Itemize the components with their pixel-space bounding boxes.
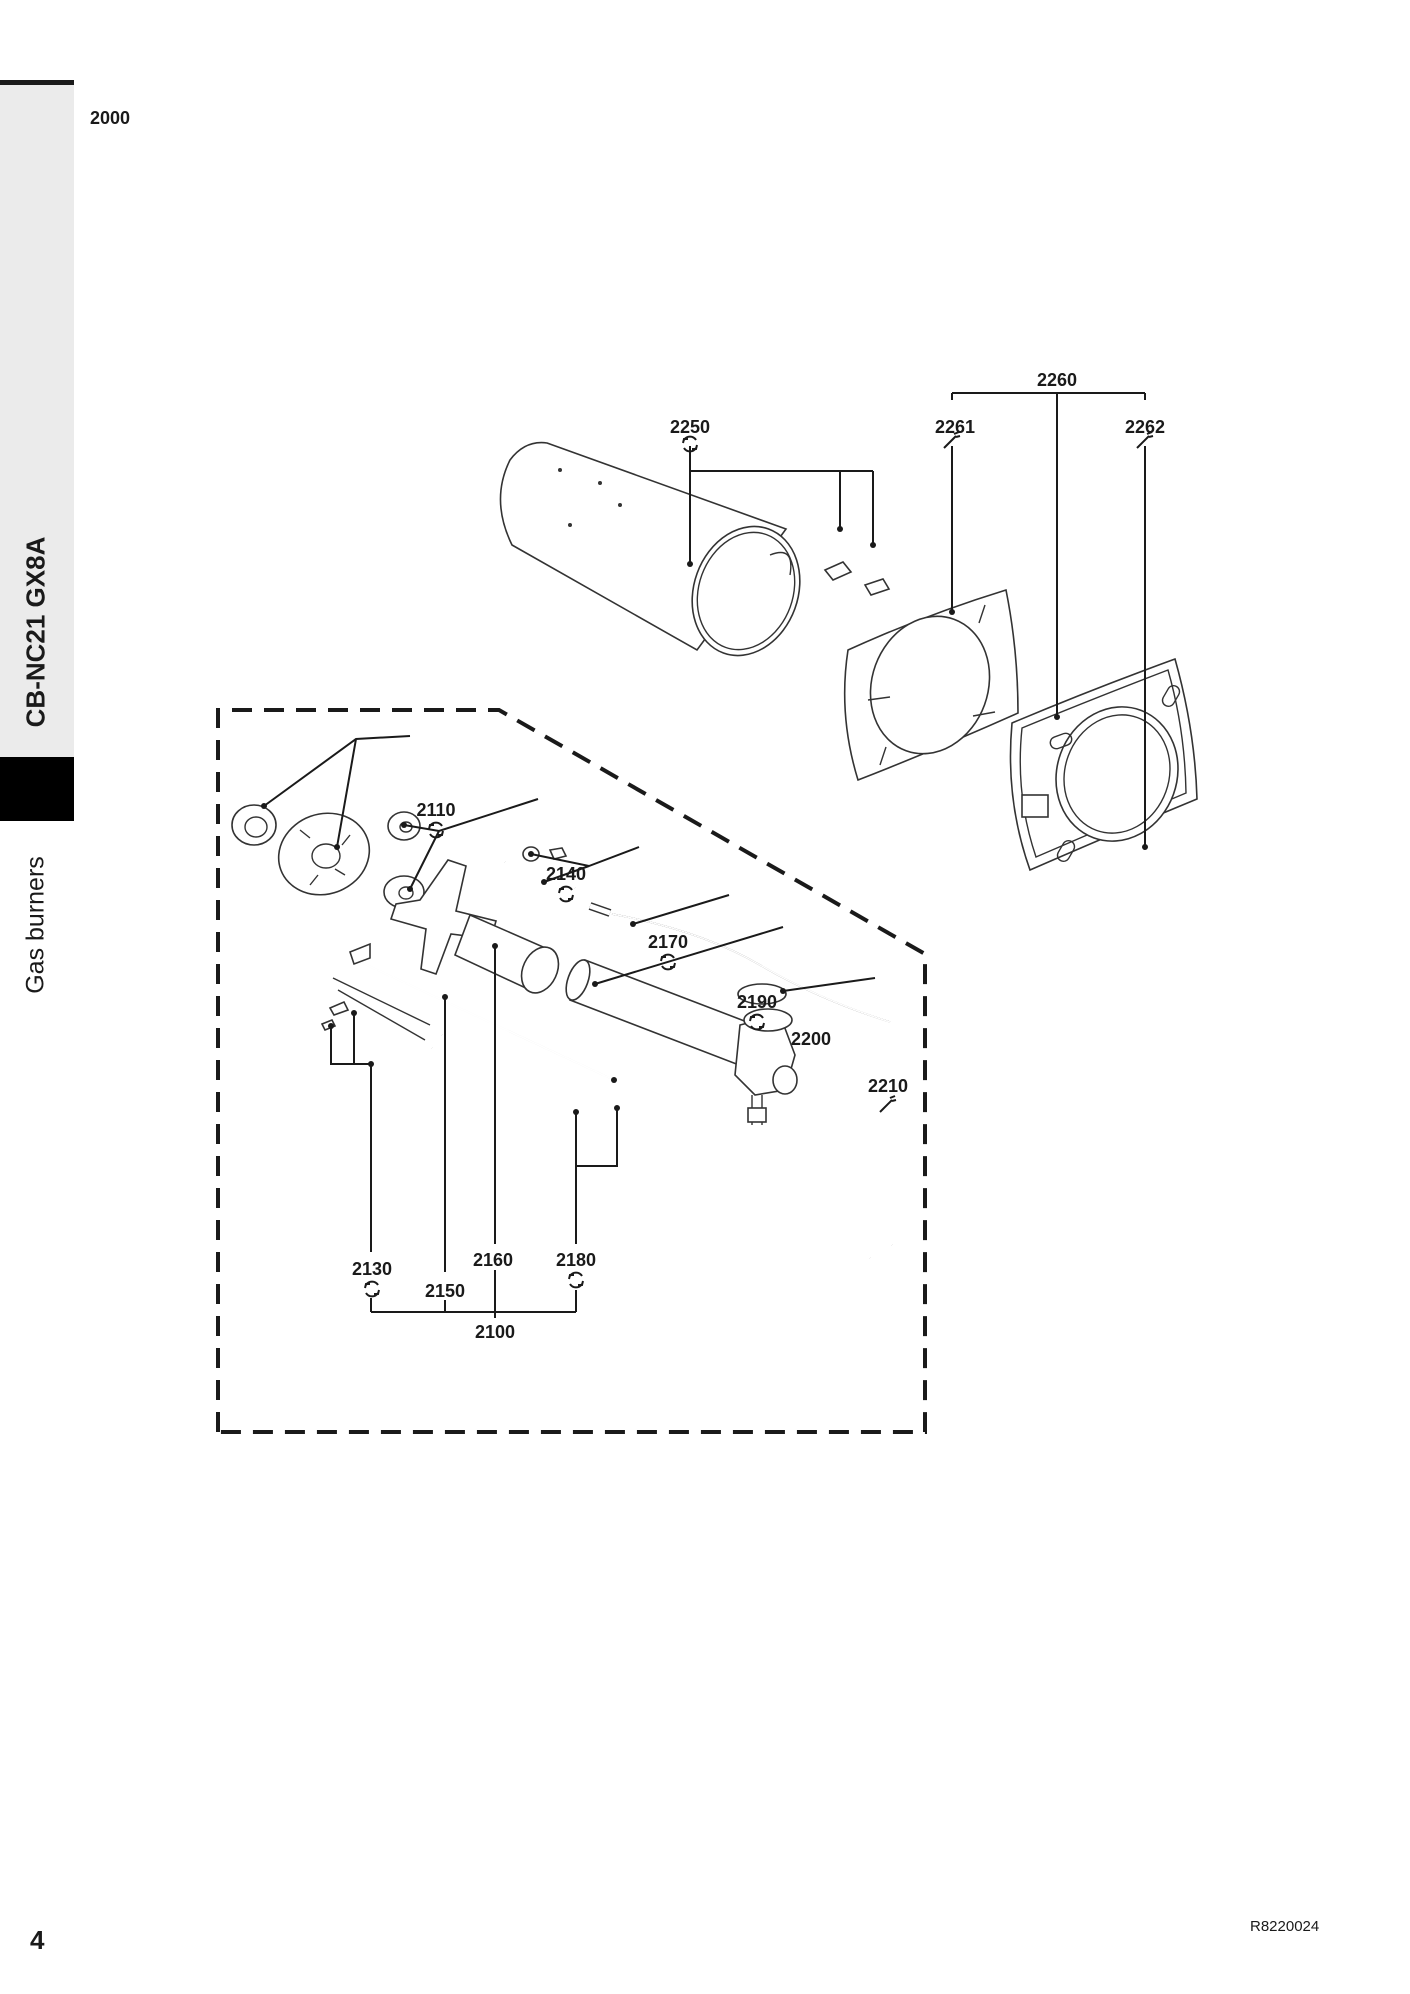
assembly-2100-boundary [216,708,927,1434]
callout-2180: 2180 [556,1250,596,1270]
sidebar-top-rule [0,80,74,86]
callout-2200: 2200 [791,1029,831,1049]
callout-2100: 2100 [475,1322,515,1342]
combustion-chamber-part [499,441,891,657]
callout-2260: 2260 [1037,370,1077,390]
gas-tube-part [565,958,798,1125]
callout-2261: 2261 [935,417,975,437]
callout-2140: 2140 [546,864,586,884]
callout-2130: 2130 [352,1259,392,1279]
flange-plate-part [1009,657,1198,872]
ignition-cable-part [588,902,891,1023]
callout-2190: 2190 [737,992,777,1012]
rotate-arrows-icon [568,1271,584,1289]
callout-2160: 2160 [473,1250,513,1270]
gasket-part [843,588,1019,782]
callout-2110: 2110 [416,800,455,820]
wrench-icon [879,1095,897,1113]
callout-2170: 2170 [648,932,688,952]
leader-lines [263,392,1146,1318]
burner-head-part [389,859,560,994]
callout-2262: 2262 [1125,417,1165,437]
ignition-leads-part [431,1033,894,1260]
rotate-arrows-icon [558,885,574,903]
o-ring-part [737,983,787,1005]
callout-2250: 2250 [670,417,710,437]
callout-2150: 2150 [425,1281,465,1301]
sidebar-strip [0,85,74,757]
page-number: 4 [30,1925,45,1955]
rotate-arrows-icon [364,1280,380,1298]
callout-2210: 2210 [868,1076,908,1096]
diffuser-disc-parts [231,804,371,896]
leader-dots [261,526,1148,1115]
drawing-reference: R8220024 [1250,1918,1320,1935]
sidebar-marker [0,757,74,821]
section-number: 2000 [90,108,131,128]
